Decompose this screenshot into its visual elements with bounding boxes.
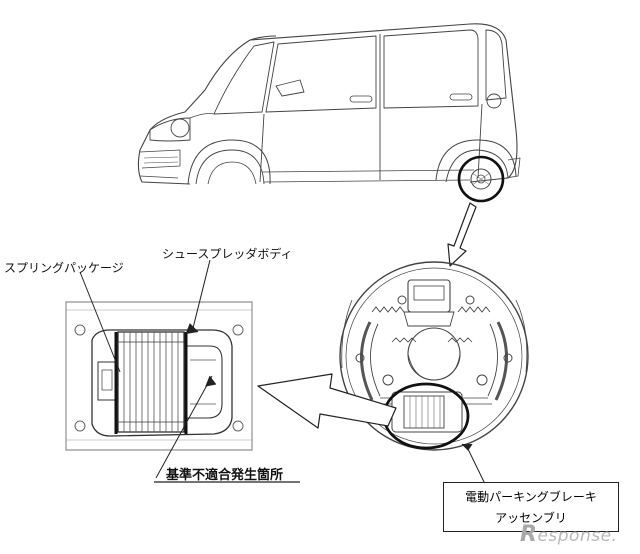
assembly-leader-line [467, 448, 487, 487]
label-defect-location: 基準不適合発生箇所 [166, 468, 284, 483]
down-arrow [447, 202, 477, 267]
car-illustration [137, 23, 521, 185]
brake-assembly [339, 261, 529, 451]
watermark-initial: R [520, 522, 538, 547]
rear-wheel-highlight [457, 155, 505, 203]
label-leaders [79, 259, 217, 479]
spreader-highlight-small [382, 382, 470, 450]
left-arrow [257, 373, 397, 429]
watermark-text: esponse. [537, 526, 618, 546]
label-spring-package: スプリングパッケージ [4, 261, 124, 275]
label-shoe-spreader-body: シュースプレッダボディ [162, 247, 293, 261]
assembly-label-box: 電動パーキングブレーキ アッセンブリ [443, 482, 619, 532]
zoomed-detail [65, 301, 253, 451]
assembly-label-line1: 電動パーキングブレーキ [465, 490, 597, 504]
assembly-label-line2: アッセンブリ [495, 511, 567, 525]
assembly-leader-tip [461, 443, 473, 451]
watermark-logo: Response. [520, 522, 617, 547]
